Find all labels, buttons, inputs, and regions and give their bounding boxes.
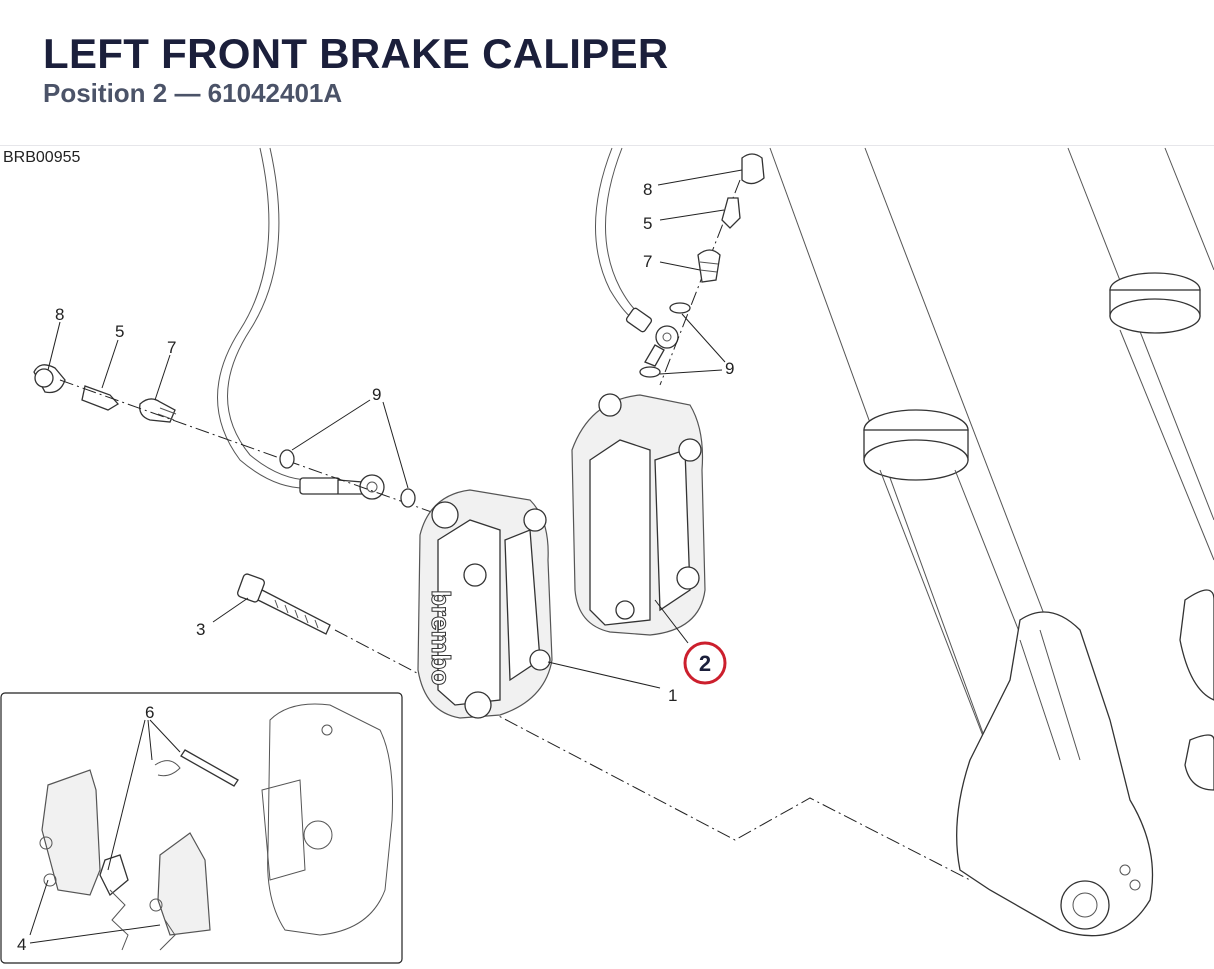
callout-9-right: 9: [725, 359, 734, 378]
highlight-label[interactable]: 2: [699, 651, 711, 676]
left-fittings: [33, 364, 177, 423]
callout-6: 6: [145, 703, 154, 722]
callout-7-right: 7: [643, 252, 652, 271]
right-fittings: [697, 153, 765, 283]
caliper-bolt: [237, 573, 331, 635]
leader-lines: [47, 169, 743, 689]
brake-hose-right: [595, 147, 679, 367]
callout-3: 3: [196, 620, 205, 639]
o-ring: [400, 488, 416, 508]
o-ring: [279, 449, 295, 469]
page-title: LEFT FRONT BRAKE CALIPER: [43, 30, 669, 77]
callout-8: 8: [55, 305, 64, 324]
pad-inset: 6 4: [0, 692, 403, 964]
callout-4: 4: [17, 935, 26, 954]
o-ring: [639, 366, 661, 378]
inset-frame: [0, 692, 403, 964]
callout-5: 5: [115, 322, 124, 341]
brake-hose-left: [217, 147, 385, 500]
reference-code: BRB00955: [3, 149, 80, 166]
o-ring: [669, 302, 691, 314]
header: LEFT FRONT BRAKE CALIPER Position 2 — 61…: [0, 0, 1214, 146]
position-2-highlight[interactable]: 2: [683, 641, 727, 685]
axis-line-bottom: [334, 629, 971, 881]
page-subtitle: Position 2 — 61042401A: [43, 78, 343, 108]
brand-logo: brembo: [426, 590, 456, 685]
axis-line-left: [59, 379, 441, 516]
callout-7: 7: [167, 338, 176, 357]
highlight-circle[interactable]: [683, 641, 727, 685]
callout-1: 1: [668, 686, 677, 705]
callout-5-right: 5: [643, 214, 652, 233]
front-fork: [769, 147, 1214, 937]
callout-9: 9: [372, 385, 381, 404]
callout-8-right: 8: [643, 180, 652, 199]
brake-caliper-2: [571, 393, 706, 636]
brake-caliper-1: brembo: [417, 489, 553, 719]
exploded-view-drawing: BRB00955: [0, 146, 1214, 964]
exploded-view-svg: BRB00955: [0, 147, 1214, 964]
